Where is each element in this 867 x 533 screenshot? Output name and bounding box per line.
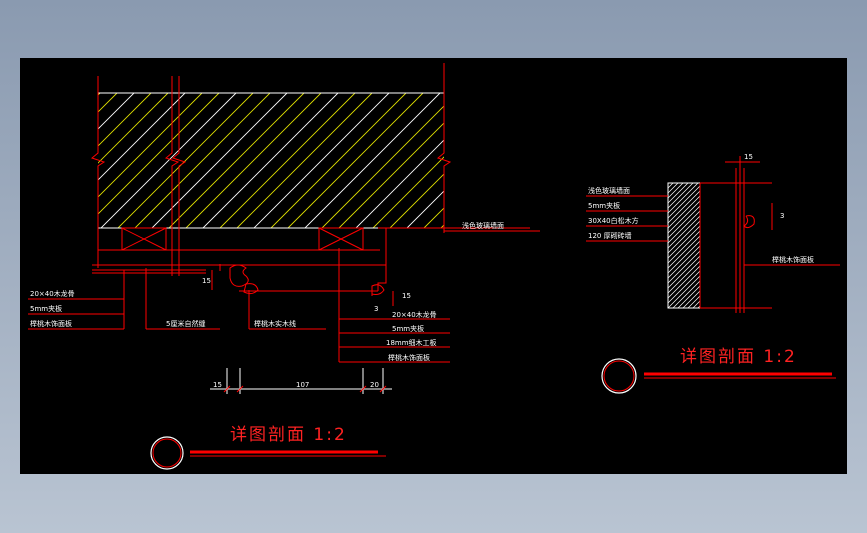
hatch-line: [134, 93, 271, 228]
hatch-line: [389, 173, 444, 228]
dim-h2: 107: [296, 381, 309, 389]
brick-hatch: [668, 183, 828, 308]
dim-v1: 15: [202, 277, 211, 285]
hatch-line: [98, 93, 186, 181]
label-left-1: 20×40木龙骨: [30, 289, 75, 298]
label-left-3: 榉桃木饰面板: [30, 319, 72, 328]
brick-hatch-line: [668, 250, 700, 284]
dim-v2: 15: [402, 292, 411, 300]
brick-hatch-line: [668, 215, 700, 249]
brick-hatch-line: [692, 300, 700, 308]
brick-hatch-line: [668, 240, 700, 274]
hatch-line: [440, 224, 444, 228]
hatch-line: [406, 190, 444, 228]
brick-hatch-line: [668, 210, 700, 244]
dim-right-top: 15: [744, 153, 753, 161]
dim-h3: 20: [370, 381, 379, 389]
cad-drawing: 15 15 3 浅色玻璃墙面 20×40木龙骨 5mm夹板 榉桃木饰面板 5厘米…: [20, 63, 840, 470]
brick-hatch-line: [668, 190, 700, 224]
hatch-line: [100, 93, 237, 228]
brick-hatch-line: [682, 290, 700, 308]
brick-hatch-line: [668, 260, 700, 294]
label-right-4: 榉桃木饰面板: [388, 353, 430, 362]
label-left-2: 5mm夹板: [30, 304, 62, 313]
label-mid-2: 榉桃木实木线: [254, 319, 296, 328]
brick-hatch-line: [703, 183, 828, 308]
hatch-line: [236, 93, 373, 228]
hatch-line: [98, 93, 135, 130]
moulding-right-section: [743, 215, 755, 229]
hatch-line: [219, 93, 356, 228]
brick-hatch-line: [677, 285, 700, 308]
left-section: 15 15 3 浅色玻璃墙面 20×40木龙骨 5mm夹板 榉桃木饰面板 5厘米…: [20, 63, 695, 470]
moulding-left: [229, 264, 249, 287]
brick-hatch-line: [668, 255, 700, 289]
brick-hatch-line: [668, 230, 700, 264]
brick-hatch-line: [697, 305, 700, 308]
brick-hatch-line: [687, 295, 700, 308]
label-top-right: 浅色玻璃墙面: [462, 221, 504, 230]
brick-hatch-line: [672, 280, 700, 308]
r-label-right: 榉桃木饰面板: [772, 255, 814, 264]
hatch-line: [253, 93, 390, 228]
hatch-line: [321, 105, 444, 228]
hatch-line: [560, 93, 695, 228]
hatch-line: [98, 93, 118, 113]
label-right-3: 18mm细木工板: [386, 338, 437, 347]
r-label-1: 浅色玻璃墙面: [588, 186, 630, 195]
brick-hatch-line: [668, 235, 700, 269]
hatch-line: [287, 93, 424, 228]
label-right-2: 5mm夹板: [392, 324, 424, 333]
hatch-line: [202, 93, 339, 228]
hatch-line: [151, 93, 288, 228]
hatch-line: [355, 139, 444, 228]
dim-v3: 3: [374, 305, 378, 313]
moulding-right: [371, 284, 385, 295]
hatch-line: [117, 93, 254, 228]
hatch-line: [509, 93, 644, 228]
wall-hatch: [20, 93, 695, 228]
hatch-line: [372, 156, 444, 228]
hatch-line: [168, 93, 305, 228]
hatch-line: [304, 93, 441, 228]
brick-hatch-line: [668, 195, 700, 229]
brick-hatch-line: [668, 185, 700, 219]
hatch-line: [270, 93, 407, 228]
right-title: 详图剖面 1:2: [680, 347, 797, 367]
brick-hatch-line: [668, 183, 684, 199]
brick-hatch-line: [668, 275, 700, 308]
label-right-1: 20×40木龙骨: [392, 310, 437, 319]
hatch-line: [185, 93, 322, 228]
brick-hatch-line: [668, 220, 700, 254]
r-label-4: 120 厚砌砖墙: [588, 231, 632, 240]
r-label-2: 5mm夹板: [588, 201, 620, 210]
brick-hatch-line: [668, 183, 694, 209]
brick-hatch-line: [668, 200, 700, 234]
hatch-line: [98, 93, 152, 147]
right-section: 15 3 浅色玻璃墙面 5mm夹板 30X40白松木方 120 厚砌砖墙 榉桃木…: [586, 153, 840, 394]
dim-h1: 15: [213, 381, 222, 389]
dim-right-side: 3: [780, 212, 784, 220]
brick-hatch-line: [668, 183, 699, 214]
hatch-line: [338, 122, 444, 228]
brick-hatch-line: [668, 270, 700, 304]
hatch-line: [98, 93, 220, 215]
left-title: 详图剖面 1:2: [230, 425, 347, 445]
hatch-line: [458, 93, 593, 228]
brick-hatch-line: [668, 225, 700, 259]
brick-hatch-line: [668, 183, 689, 204]
brick-hatch-line: [668, 265, 700, 299]
label-mid-1: 5厘米自然缝: [166, 319, 205, 328]
hatch-line: [20, 93, 83, 228]
drawing-canvas: 15 15 3 浅色玻璃墙面 20×40木龙骨 5mm夹板 榉桃木饰面板 5厘米…: [20, 58, 847, 474]
r-label-3: 30X40白松木方: [588, 216, 639, 225]
hatch-line: [98, 93, 101, 96]
